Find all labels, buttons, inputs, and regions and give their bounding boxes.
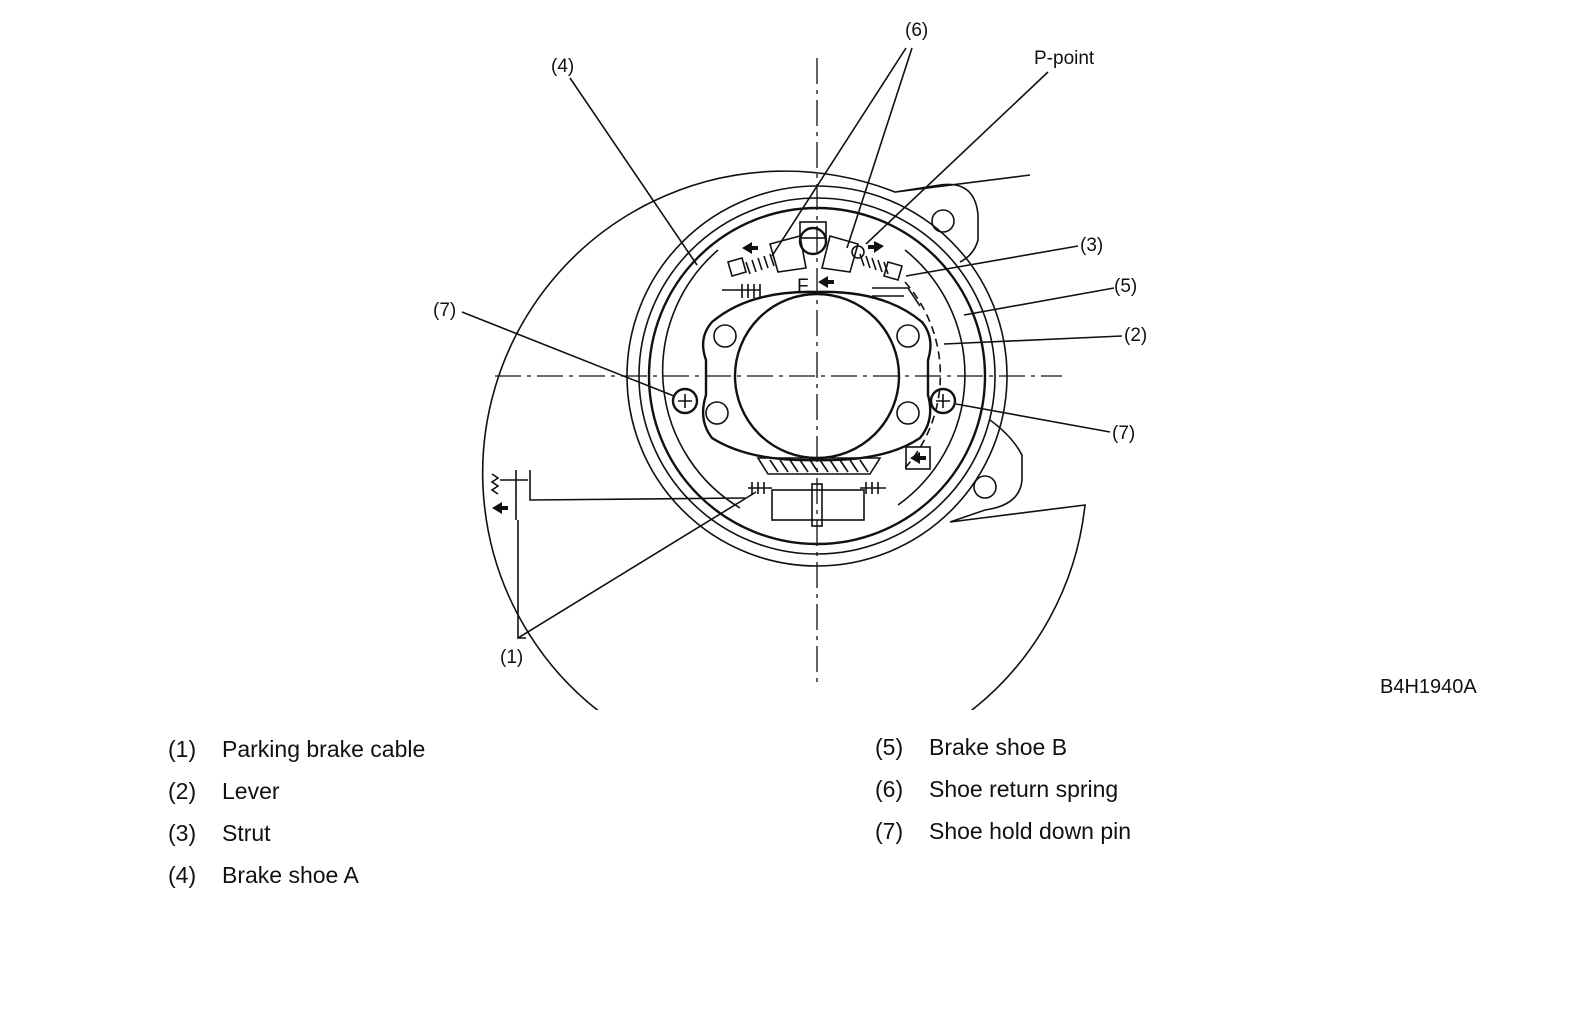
arrow-top-right [868,241,884,253]
callout-5: (5) [1114,276,1137,297]
arrow-top-left [742,242,758,254]
wheel-cylinder [771,489,865,521]
legend-label: Brake shoe A [222,861,359,888]
hub-bolt-tr [896,324,920,348]
callout-2: (2) [1124,325,1147,346]
legend-label: Lever [222,777,280,804]
leader-7-left [461,311,675,397]
hub-bolt-bl [705,401,729,425]
legend-number: (4) [168,861,197,888]
leader-4 [569,77,698,266]
cable-end-bracket [905,446,931,470]
callout-p-point: P-point [1034,48,1095,69]
leader-1 [517,491,757,640]
figure-id: B4H1940A [1380,676,1477,698]
leader-p-point [865,71,1049,245]
leader-2 [943,335,1123,345]
pivot-small [851,245,865,259]
callout-7-right: (7) [1112,423,1135,444]
legend-label: Shoe return spring [929,775,1119,802]
parking-brake-cable [500,470,746,520]
cable-spring [490,473,500,495]
brake-shoe-b [897,249,966,506]
callout-7-left: (7) [433,300,456,321]
callout-1: (1) [500,647,523,668]
return-spring-right [859,253,903,281]
hold-down-pin-left [671,387,699,415]
arrow-lever [910,452,926,464]
hold-down-pin-right [929,387,957,415]
return-spring-left [727,253,775,277]
leader-3 [905,245,1079,277]
bottom-spring-right [860,482,886,494]
legend-number: (3) [168,819,197,846]
arrow-cable [492,502,508,514]
legend-item: (1) Parking brake cable [168,728,425,770]
cylinder-piston [811,483,823,527]
bottom-spring-left [748,482,772,494]
legend-right: (5) Brake shoe B (6) Shoe return spring … [875,726,1131,852]
hub-flange [701,290,932,462]
legend-label: Shoe hold down pin [929,817,1132,844]
legend-item: (6) Shoe return spring [875,768,1131,810]
leader-7-right [955,403,1111,433]
legend-label: Parking brake cable [222,735,426,762]
strut [722,284,921,307]
label-f: F [797,276,809,297]
brake-shoe-a [661,249,741,509]
backing-plate [481,170,1086,710]
legend-label: Brake shoe B [929,733,1068,760]
brake-assembly-diagram: F (4) (6) P-point (3) (5) (2) (7) (7) (1… [433,20,1147,710]
hold-down-pin-left-cross [678,394,692,408]
hub-bolt-tl [713,324,737,348]
legend-item: (7) Shoe hold down pin [875,810,1131,852]
callout-4: (4) [551,56,574,77]
legend-label: Strut [222,819,271,846]
legend-number: (5) [875,733,904,760]
legend-number: (2) [168,777,197,804]
arrow-top-center [818,276,834,288]
legend-item: (4) Brake shoe A [168,854,425,896]
callout-3: (3) [1080,235,1103,256]
mount-hole-bottom [973,475,997,499]
legend-number: (6) [875,775,904,802]
legend-item: (3) Strut [168,812,425,854]
anchor-pin [798,226,828,256]
legend-number: (1) [168,735,197,762]
shoe-web-top-left [769,235,807,273]
legend-item: (5) Brake shoe B [875,726,1131,768]
hub-bolt-br [896,401,920,425]
adjuster-hatch [756,457,882,475]
leader-5 [963,287,1115,316]
leader-6 [771,47,913,257]
legend-item: (2) Lever [168,770,425,812]
callout-6: (6) [905,20,928,41]
mount-hole-top [931,209,955,233]
legend-number: (7) [875,817,904,844]
anchor-block [799,221,827,239]
hold-down-pin-right-cross [936,394,950,408]
lever-dashed [904,281,942,469]
legend-left: (1) Parking brake cable (2) Lever (3) St… [168,728,425,896]
